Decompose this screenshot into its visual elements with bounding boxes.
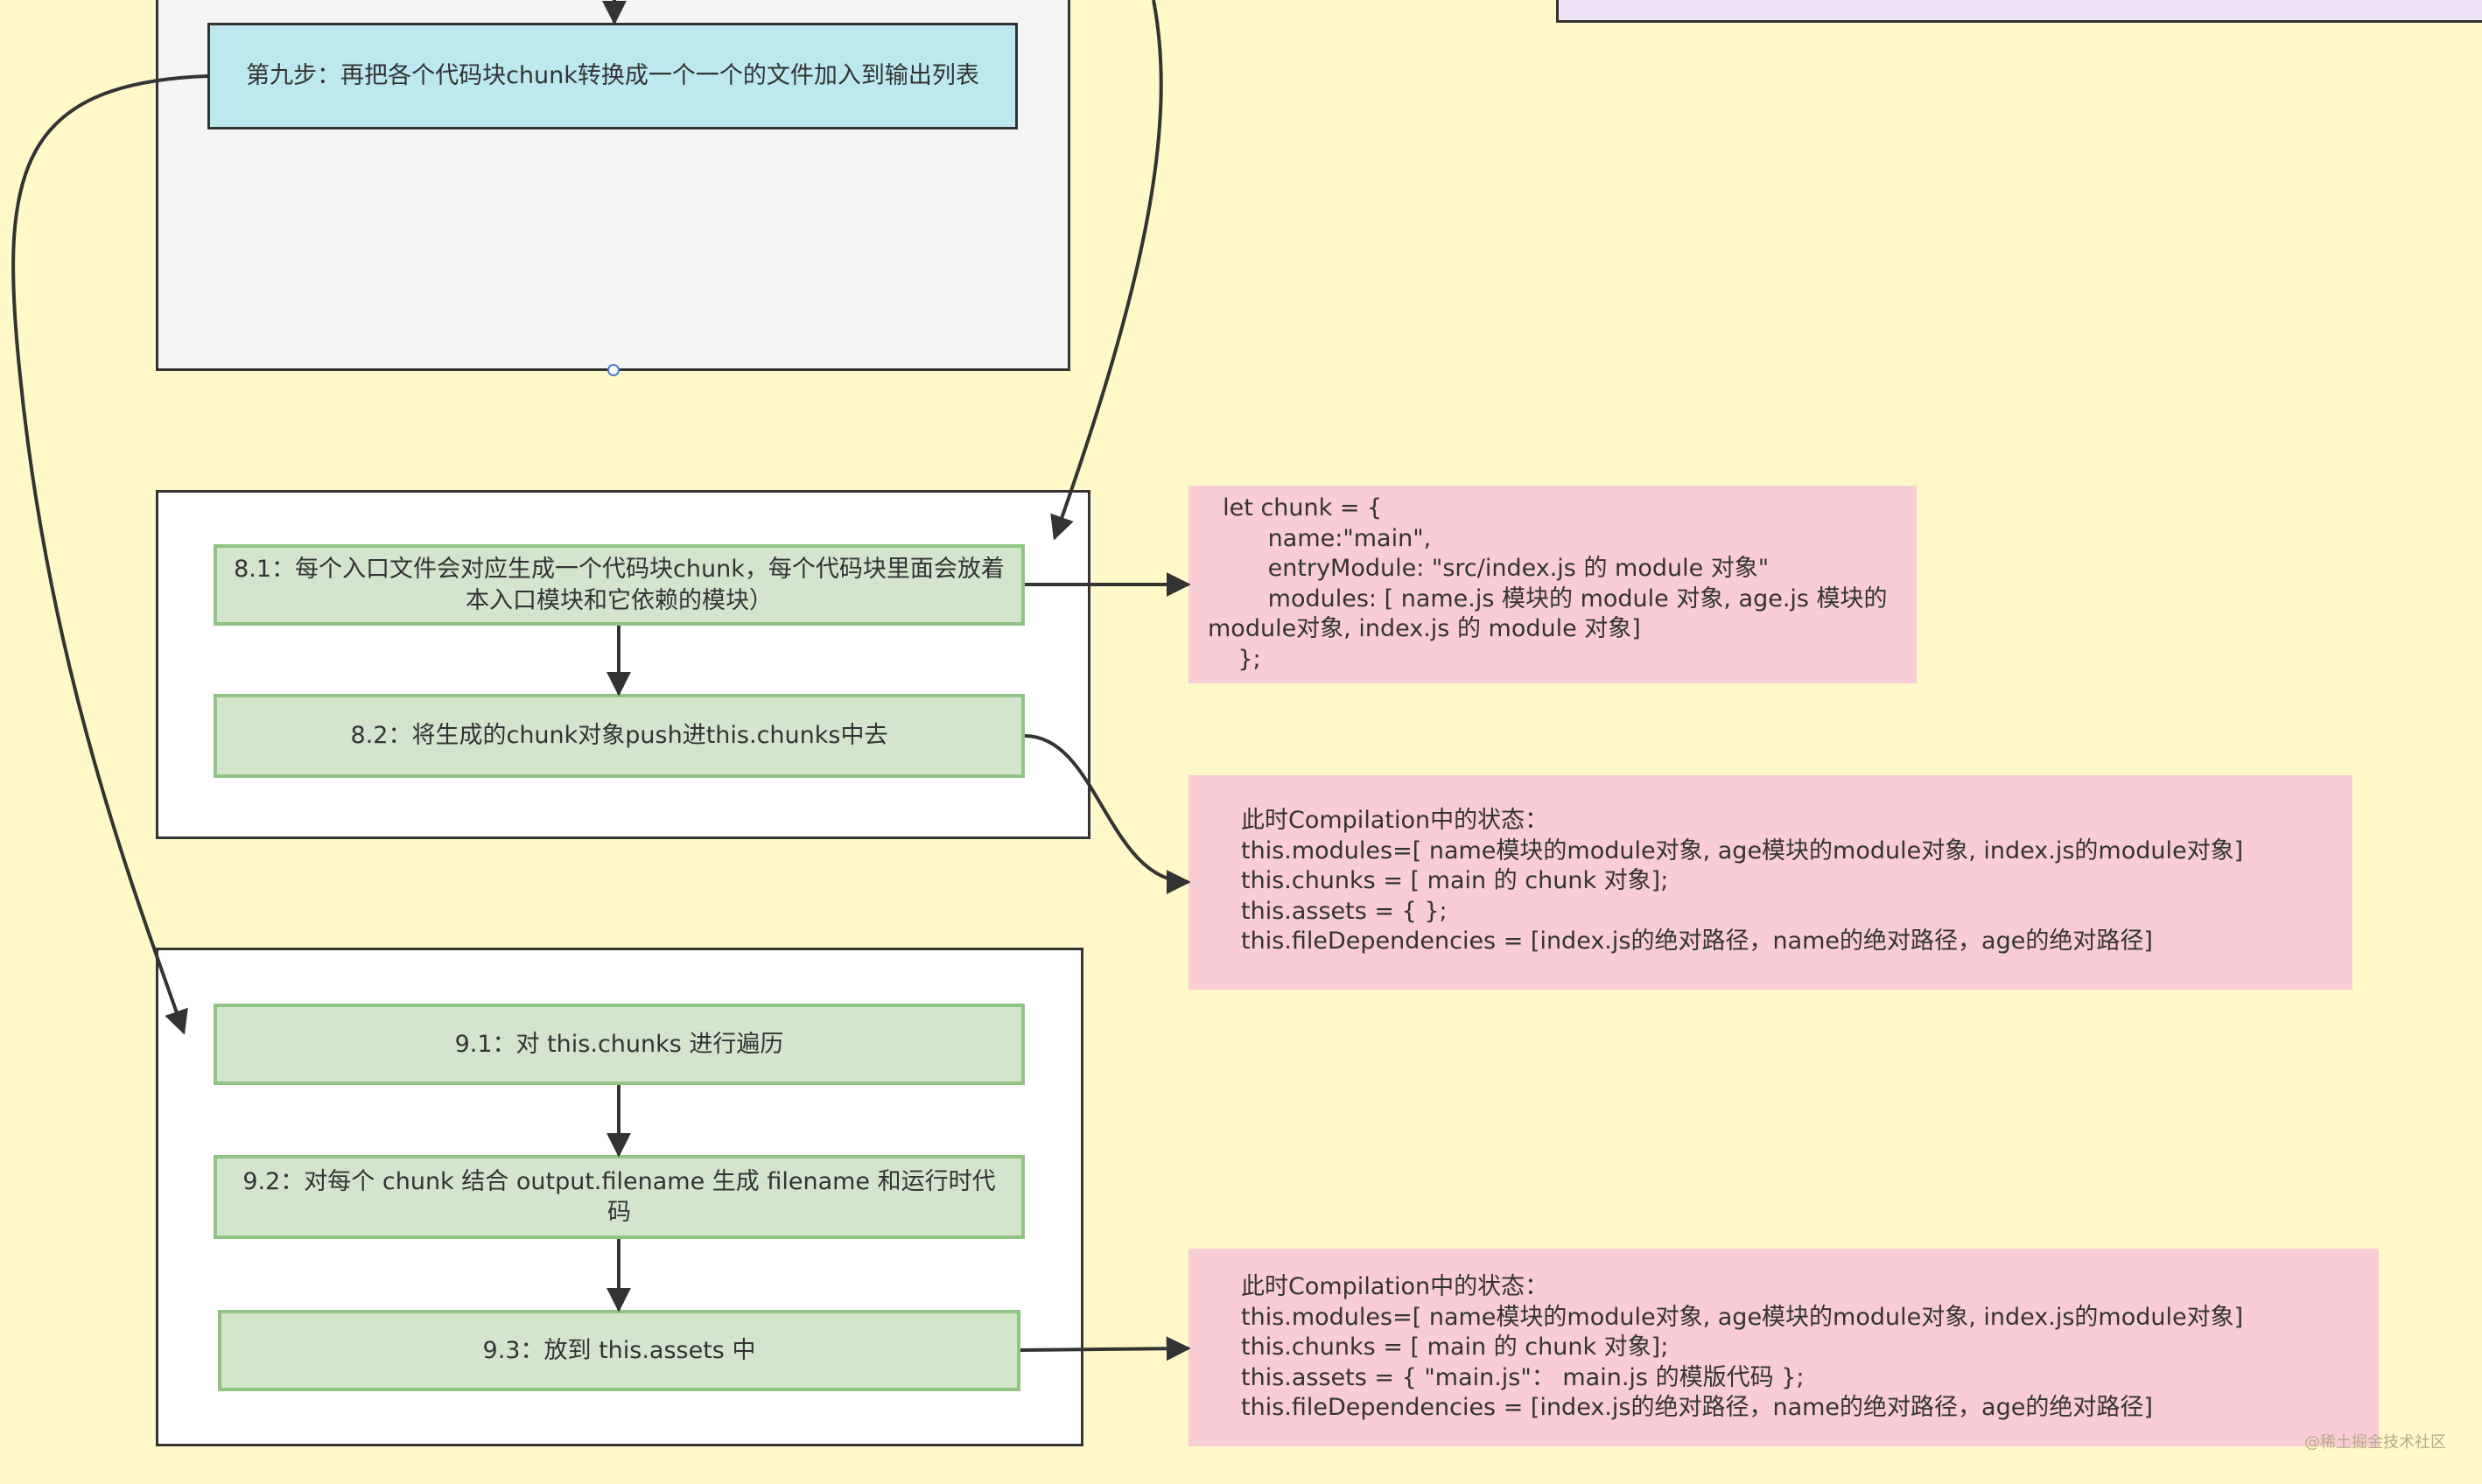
chunk-note-line: let chunk = {: [1208, 494, 1383, 522]
state-note-2-line: 此时Compilation中的状态：: [1241, 1273, 1549, 1300]
step8-1-node[interactable]: 8.1：每个入口文件会对应生成一个代码块chunk，每个代码块里面会放着本入口模…: [214, 544, 1025, 626]
watermark: @稀土掘金技术社区: [2304, 1433, 2446, 1452]
state-note-1-line: this.fileDependencies = [index.js的绝对路径，n…: [1241, 928, 2153, 955]
state-note-1-line: 此时Compilation中的状态：: [1241, 807, 1549, 834]
step9-3-node[interactable]: 9.3：放到 this.assets 中: [218, 1310, 1020, 1391]
chunk-note-line: name:"main",: [1208, 524, 1432, 552]
chunk-note-line: modules: [ name.js 模块的 module 对象, age.js…: [1208, 584, 1888, 612]
state-note-2-line: this.assets = { "main.js"： main.js 的模版代码…: [1241, 1363, 1805, 1391]
step9-2-label: 9.2：对每个 chunk 结合 output.filename 生成 file…: [242, 1167, 996, 1226]
connection-point: [607, 364, 620, 376]
edge-step9-to-step9-1: [11, 74, 208, 1035]
state-note-2-line: this.fileDependencies = [index.js的绝对路径，n…: [1241, 1394, 2153, 1421]
step9-1-label: 9.1：对 this.chunks 进行遍历: [454, 1030, 784, 1058]
step8-2-label: 8.2：将生成的chunk对象push进this.chunks中去: [350, 722, 888, 750]
chunk-note-line: };: [1208, 645, 1261, 673]
step9-label: 第九步：再把各个代码块chunk转换成一个一个的文件加入到输出列表: [246, 62, 979, 90]
edge-9-3-to-state2: [1020, 1336, 1191, 1362]
step8-2-node[interactable]: 8.2：将生成的chunk对象push进this.chunks中去: [214, 694, 1025, 778]
top-right-container: [1556, 0, 2482, 23]
state-note-1-line: this.modules=[ name模块的module对象, age模块的mo…: [1241, 836, 2244, 864]
step9-2-node[interactable]: 9.2：对每个 chunk 结合 output.filename 生成 file…: [214, 1155, 1025, 1239]
chunk-note-line: module对象, index.js 的 module 对象]: [1208, 615, 1641, 642]
step9-3-label: 9.3：放到 this.assets 中: [482, 1336, 756, 1364]
state-note-1: 此时Compilation中的状态： this.modules=[ name模块…: [1188, 775, 2352, 990]
step8-1-label: 8.1：每个入口文件会对应生成一个代码块chunk，每个代码块里面会放着本入口模…: [234, 556, 1005, 614]
state-note-2-line: this.modules=[ name模块的module对象, age模块的mo…: [1241, 1303, 2244, 1331]
step9-node[interactable]: 第九步：再把各个代码块chunk转换成一个一个的文件加入到输出列表: [207, 23, 1018, 130]
state-note-2: 此时Compilation中的状态： this.modules=[ name模块…: [1188, 1249, 2379, 1446]
state-note-1-line: this.assets = { };: [1241, 897, 1448, 925]
state-note-1-line: this.chunks = [ main 的 chunk 对象];: [1241, 867, 1669, 894]
edge-top-to-step8-1: [1050, 0, 1163, 541]
state-note-2-line: this.chunks = [ main 的 chunk 对象];: [1241, 1334, 1669, 1361]
edge-8-2-to-state1: [1024, 734, 1191, 894]
chunk-note-line: entryModule: "src/index.js 的 module 对象": [1208, 555, 1770, 582]
step9-1-node[interactable]: 9.1：对 this.chunks 进行遍历: [214, 1004, 1025, 1085]
chunk-note: let chunk = { name:"main", entryModule: …: [1188, 486, 1917, 683]
